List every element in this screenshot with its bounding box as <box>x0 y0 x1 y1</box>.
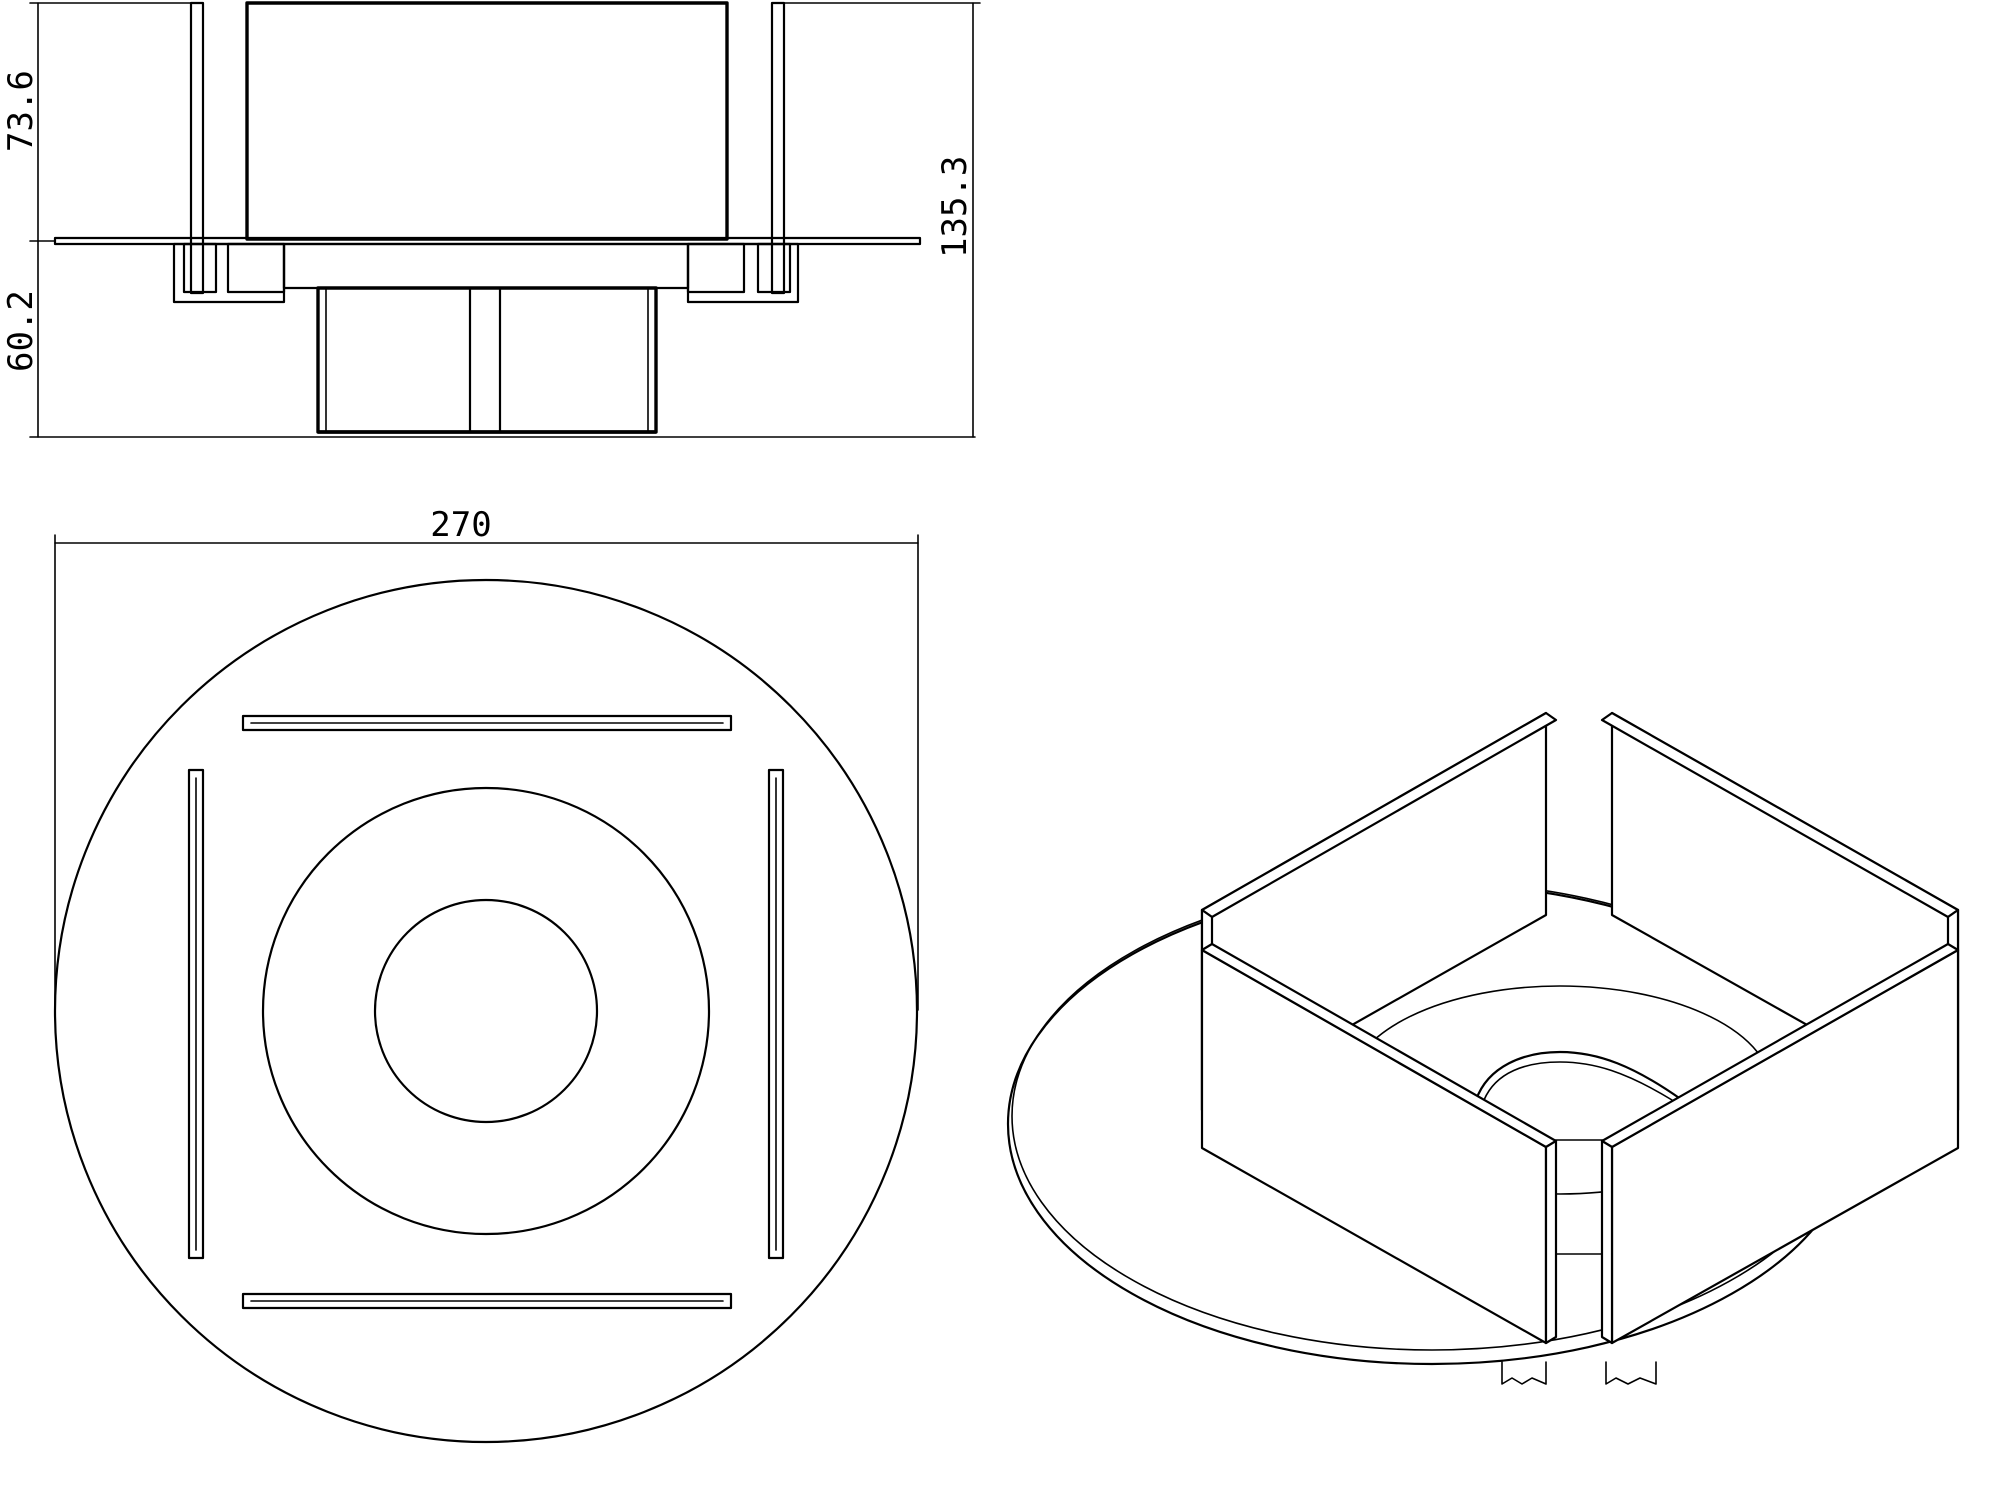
right-fin <box>770 1 786 295</box>
iso-panel-front-right-side <box>1600 1139 1614 1345</box>
upper-body <box>245 1 729 241</box>
slot-bottom <box>241 1292 733 1310</box>
dim-diameter: 270 <box>430 505 491 545</box>
inner-collar <box>282 242 690 290</box>
left-clip-inner-2 <box>226 242 286 294</box>
left-fin <box>189 1 205 295</box>
right-clip-inner <box>756 242 792 294</box>
dim-lower-height: 60.2 <box>1 290 41 372</box>
outlet-rib <box>468 286 502 434</box>
outlet-circle <box>373 898 599 1124</box>
right-clip-inner-2 <box>686 242 746 294</box>
slot-right <box>767 768 785 1260</box>
outlet-pipe <box>316 286 658 434</box>
iso-clips <box>1501 1361 1657 1385</box>
iso-outlet <box>1474 1050 1684 1102</box>
body-ring <box>261 786 711 1236</box>
left-clip-inner <box>182 242 218 294</box>
top-plan-view: 270 <box>53 505 919 1444</box>
slot-left <box>187 768 205 1260</box>
dim-upper-height: 73.6 <box>1 70 41 152</box>
slot-top <box>241 714 733 732</box>
flange-circle <box>53 578 919 1444</box>
iso-outlet-inner <box>1483 1061 1673 1101</box>
dim-total-height: 135.3 <box>935 156 975 258</box>
iso-panel-front-left-side <box>1544 1139 1558 1345</box>
side-elevation-view: 73.6 60.2 135.3 <box>1 1 981 438</box>
isometric-view <box>1006 711 1960 1385</box>
